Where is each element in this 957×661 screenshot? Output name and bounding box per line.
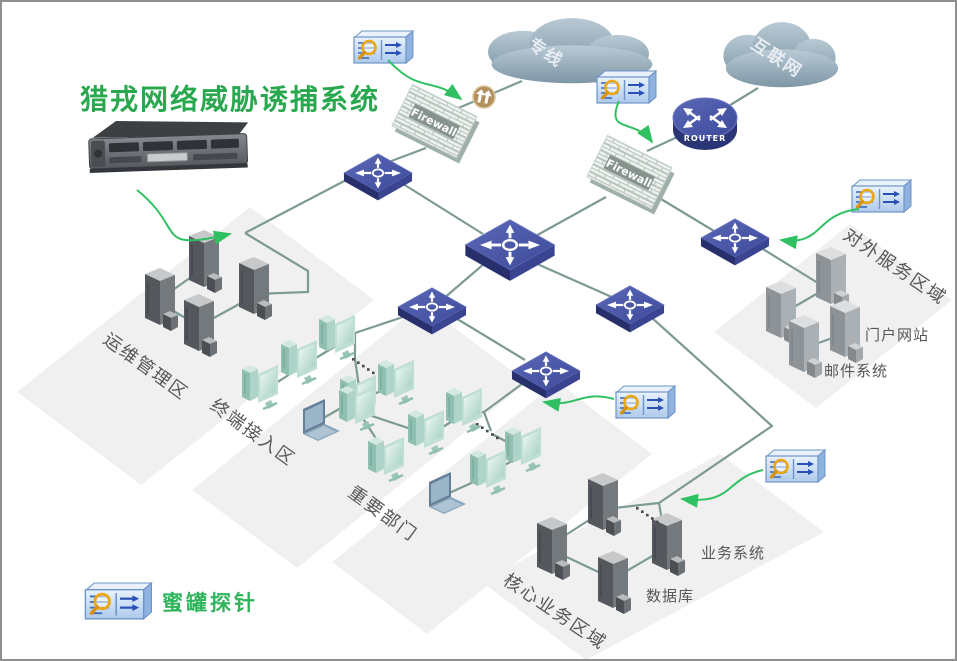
honeypot-probe-3 — [850, 178, 913, 214]
router: ROUTER — [672, 97, 738, 150]
honeypot-appliance — [88, 121, 249, 173]
portal-label: 门户网站 — [865, 326, 929, 344]
honeypot-probe-1 — [352, 29, 415, 65]
business-label: 业务系统 — [701, 544, 765, 562]
green-arrows — [136, 59, 860, 508]
gold-uplink-icon — [472, 85, 496, 109]
zone-important-dept — [332, 382, 652, 634]
honeypot-probe-2 — [595, 69, 658, 105]
zone-terminal-access — [192, 304, 527, 568]
honeypot-probe-5 — [764, 448, 827, 484]
firewall-2: Firewall — [586, 134, 675, 215]
switch-dmz-left — [342, 152, 414, 202]
honeypot-probe-4 — [614, 384, 677, 420]
database-label: 数据库 — [646, 587, 694, 605]
mail-label: 邮件系统 — [824, 362, 888, 380]
firewall-1: Firewall — [391, 83, 480, 164]
legend-label: 蜜罐探针 — [162, 591, 258, 615]
ellipsis-dots — [352, 358, 659, 524]
page-title: 猎戎网络威胁诱捕系统 — [80, 83, 380, 116]
legend-probe-icon — [83, 581, 154, 621]
switch-core — [463, 218, 557, 283]
switch-external — [699, 217, 771, 267]
router-label: ROUTER — [684, 134, 727, 143]
legend: 蜜罐探针 — [83, 581, 258, 621]
switch-access-right — [594, 284, 666, 334]
